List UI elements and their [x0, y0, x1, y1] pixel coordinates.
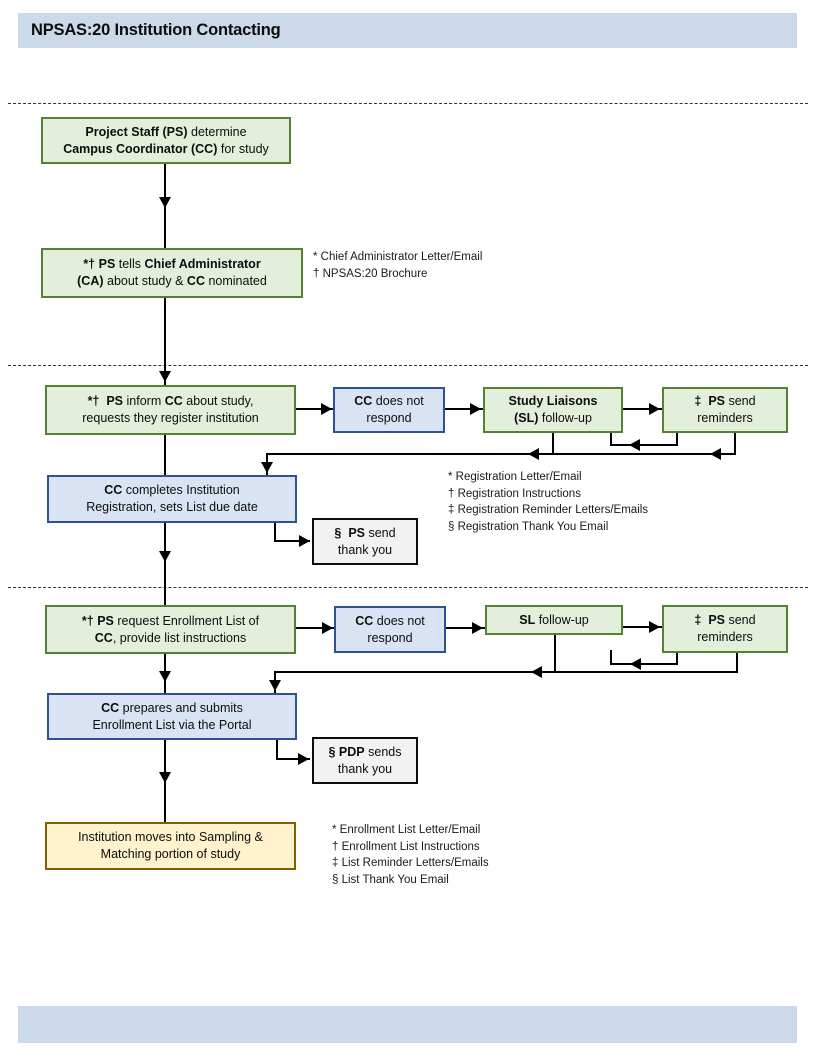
- note-line: † Enrollment List Instructions: [332, 840, 480, 853]
- note-line: ‡ Registration Reminder Letters/Emails: [448, 504, 649, 516]
- branch-line: [274, 540, 310, 542]
- note-line: † NPSAS:20 Brochure: [313, 268, 428, 280]
- arrow-tell-to-inform: [164, 298, 166, 385]
- arrowhead-right: [298, 753, 309, 765]
- branch-line: [274, 523, 276, 542]
- note-line: ‡ List Reminder Letters/Emails: [332, 857, 489, 869]
- notes-contact: * Chief Administrator Letter/Email † NPS…: [313, 249, 482, 283]
- box-sl-followup-2: SL follow-up: [485, 605, 623, 635]
- section-divider-2: [8, 365, 808, 366]
- note-line: * Enrollment List Letter/Email: [332, 824, 481, 836]
- note-line: † Registration Instructions: [448, 487, 581, 500]
- section-divider-3: [8, 587, 808, 588]
- arrowhead-down: [159, 551, 171, 562]
- arrowhead-right: [299, 535, 310, 547]
- arrowhead-right: [649, 621, 660, 633]
- footer-bar: [18, 1006, 797, 1043]
- title-banner: NPSAS:20 Institution Contacting: [18, 13, 797, 48]
- feedback-line: [676, 653, 678, 665]
- box-sampling-matching: Institution moves into Sampling &Matchin…: [45, 822, 296, 870]
- arrowhead-down: [159, 371, 171, 382]
- arrowhead-down: [159, 671, 171, 682]
- notes-enrollment: * Enrollment List Letter/Email † Enrollm…: [332, 822, 489, 888]
- return-arrowhead: [710, 448, 721, 460]
- feedback-line: [611, 444, 678, 446]
- branch-line: [276, 758, 310, 760]
- note-line: § List Thank You Email: [332, 873, 449, 886]
- arrowhead-right: [470, 403, 481, 415]
- feedback-line: [676, 433, 678, 446]
- arrowhead-right: [472, 622, 483, 634]
- note-line: * Chief Administrator Letter/Email: [313, 251, 483, 263]
- return-line: [734, 433, 736, 455]
- page-title: NPSAS:20 Institution Contacting: [31, 21, 281, 39]
- return-line: [552, 433, 554, 455]
- section-divider-1: [8, 103, 808, 104]
- arrow-noresponse-to-sl: [445, 408, 483, 410]
- feedback-arrowhead: [630, 658, 641, 670]
- note-line: * Registration Letter/Email: [448, 471, 582, 483]
- arrowhead-right: [649, 403, 660, 415]
- arrow-inform-to-noresponse: [296, 408, 333, 410]
- return-line: [554, 635, 556, 673]
- box-study-liaisons-followup: Study Liaisons(SL) follow-up: [483, 387, 623, 433]
- arrow-request-to-noresponse: [296, 627, 334, 629]
- feedback-line: [610, 650, 612, 665]
- feedback-line: [610, 433, 612, 446]
- return-line: [274, 671, 738, 673]
- return-arrowhead: [528, 448, 539, 460]
- arrow-sl-to-reminders: [623, 408, 662, 410]
- note-line: § Registration Thank You Email: [448, 520, 609, 533]
- return-arrowhead: [531, 666, 542, 678]
- arrow-noresponse-to-sl-2: [446, 627, 485, 629]
- arrowhead-down: [159, 197, 171, 208]
- box-inform-cc: *† PS inform CC about study,requests the…: [45, 385, 296, 435]
- arrow-inform-to-registers: [164, 435, 166, 475]
- arrowhead-down: [269, 680, 281, 691]
- arrowhead-right: [322, 622, 333, 634]
- branch-line: [276, 740, 278, 760]
- arrowhead-down: [159, 772, 171, 783]
- arrow-sl-to-reminders-2: [623, 626, 662, 628]
- notes-registration: * Registration Letter/Email † Registrati…: [448, 469, 648, 535]
- feedback-line: [611, 663, 678, 665]
- arrow-registers-to-request: [164, 523, 166, 605]
- arrowhead-right: [321, 403, 332, 415]
- feedback-arrowhead: [629, 439, 640, 451]
- arrowhead-down: [261, 462, 273, 473]
- return-line: [266, 453, 736, 455]
- box-tell-chief-administrator: *† PS tells Chief Administrator(CA) abou…: [41, 248, 303, 298]
- return-line: [736, 653, 738, 673]
